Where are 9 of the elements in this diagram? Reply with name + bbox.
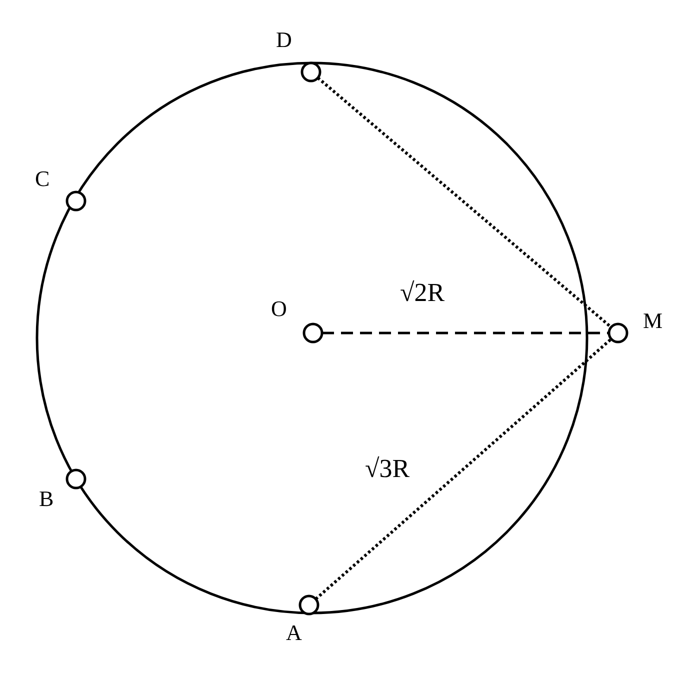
point-label: O xyxy=(271,298,287,320)
point-label: A xyxy=(286,622,302,644)
point-label: M xyxy=(643,310,663,332)
connector-line xyxy=(316,76,612,328)
point-label: C xyxy=(35,168,50,190)
connector-line xyxy=(314,338,612,600)
point-label: D xyxy=(276,29,292,51)
connector-line xyxy=(322,332,609,334)
point-label: B xyxy=(39,488,54,510)
